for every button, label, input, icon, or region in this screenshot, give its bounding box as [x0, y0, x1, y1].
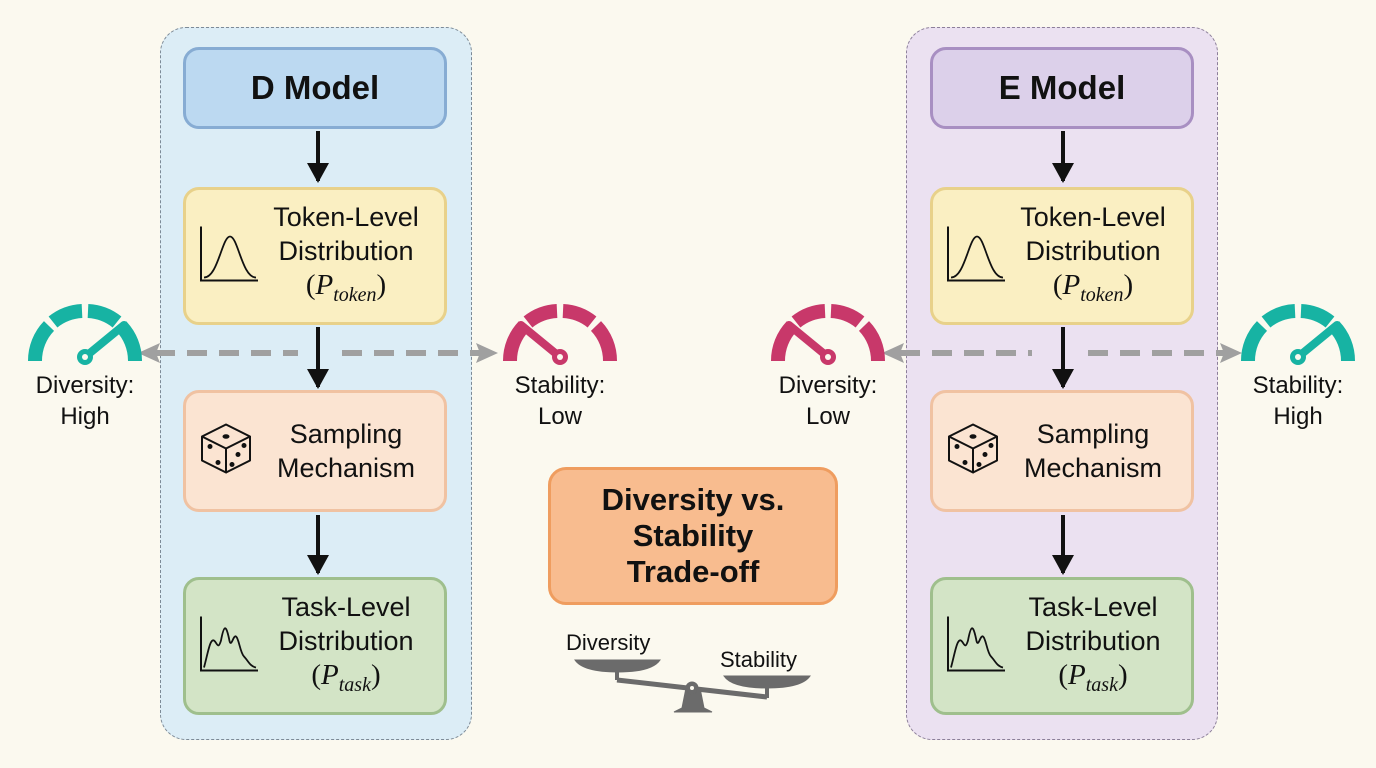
d-token-formula: (Ptoken) [305, 269, 387, 306]
e-task-line1: Task-Level [1028, 592, 1158, 623]
d-task-line1: Task-Level [281, 592, 411, 623]
e-model-title-box: E Model [930, 47, 1194, 129]
e-token-line2: Distribution [1025, 236, 1161, 267]
d-stability-arrowhead [476, 343, 498, 363]
gauge-high-icon [27, 304, 143, 365]
d-sampling-line2: Mechanism [276, 453, 416, 483]
e-stability-level: High [1273, 403, 1323, 430]
d-sampling-line1: Sampling [289, 419, 403, 449]
gauge-low-icon [770, 304, 886, 365]
e-model-title: E Model [998, 69, 1126, 106]
tradeoff-box: Diversity vs. Stability Trade-off [548, 467, 838, 605]
e-token-line1: Token-Level [1020, 202, 1166, 233]
e-diversity-arrowhead [882, 343, 904, 363]
arrow-d-title-to-token [307, 131, 329, 183]
e-token-formula: (Ptoken) [1052, 269, 1134, 306]
e-diversity-level: Low [805, 403, 851, 430]
arrow-e-sampling-to-task [1052, 515, 1074, 575]
e-diversity-metric: Diversity: [778, 372, 878, 399]
gauge-high-icon [1240, 304, 1356, 365]
e-sampling-line1: Sampling [1036, 419, 1150, 449]
e-token-distribution-box: Token-Level Distribution (Ptoken) [930, 187, 1194, 325]
e-sampling-box: Sampling Mechanism [930, 390, 1194, 512]
d-model-title: D Model [250, 69, 380, 106]
d-sampling-box: Sampling Mechanism [183, 390, 447, 512]
d-stability-gauge-block: Stability: Low [490, 303, 630, 432]
e-diversity-gauge-block: Diversity: Low [758, 303, 898, 432]
bell-curve-icon [945, 223, 1007, 290]
d-diversity-level: High [60, 403, 110, 430]
e-stability-metric: Stability: [1252, 372, 1344, 399]
e-task-distribution-box: Task-Level Distribution (Ptask) [930, 577, 1194, 715]
d-task-distribution-box: Task-Level Distribution (Ptask) [183, 577, 447, 715]
arrow-e-token-to-sampling [1052, 327, 1074, 389]
d-token-line1: Token-Level [273, 202, 419, 233]
d-token-distribution-box: Token-Level Distribution (Ptoken) [183, 187, 447, 325]
gauge-low-icon [502, 304, 618, 365]
d-task-formula: (Ptask) [311, 659, 381, 696]
scale-stability-label: Stability [720, 647, 798, 672]
e-task-line2: Distribution [1025, 626, 1161, 657]
dice-icon [945, 421, 1001, 482]
d-diversity-metric: Diversity: [35, 372, 135, 399]
tradeoff-line-3: Trade-off [626, 554, 760, 589]
d-task-line2: Distribution [278, 626, 414, 657]
tradeoff-line-2: Stability [632, 518, 754, 553]
multimodal-curve-icon [198, 613, 260, 680]
e-task-formula: (Ptask) [1058, 659, 1128, 696]
d-token-line2: Distribution [278, 236, 414, 267]
e-stability-arrowhead [1220, 343, 1242, 363]
scale-diversity-label: Diversity [566, 630, 651, 655]
bell-curve-icon [198, 223, 260, 290]
arrow-e-title-to-token [1052, 131, 1074, 183]
multimodal-curve-icon [945, 613, 1007, 680]
d-model-title-box: D Model [183, 47, 447, 129]
arrow-d-sampling-to-task [307, 515, 329, 575]
tradeoff-line-1: Diversity vs. [601, 482, 785, 517]
d-diversity-arrowhead [138, 343, 160, 363]
d-diversity-gauge-block: Diversity: High [15, 303, 155, 432]
dice-icon [198, 421, 254, 482]
e-sampling-line2: Mechanism [1023, 453, 1163, 483]
d-stability-metric: Stability: [514, 372, 606, 399]
arrow-d-token-to-sampling [307, 327, 329, 389]
e-stability-gauge-block: Stability: High [1228, 303, 1368, 432]
d-stability-level: Low [537, 403, 583, 430]
